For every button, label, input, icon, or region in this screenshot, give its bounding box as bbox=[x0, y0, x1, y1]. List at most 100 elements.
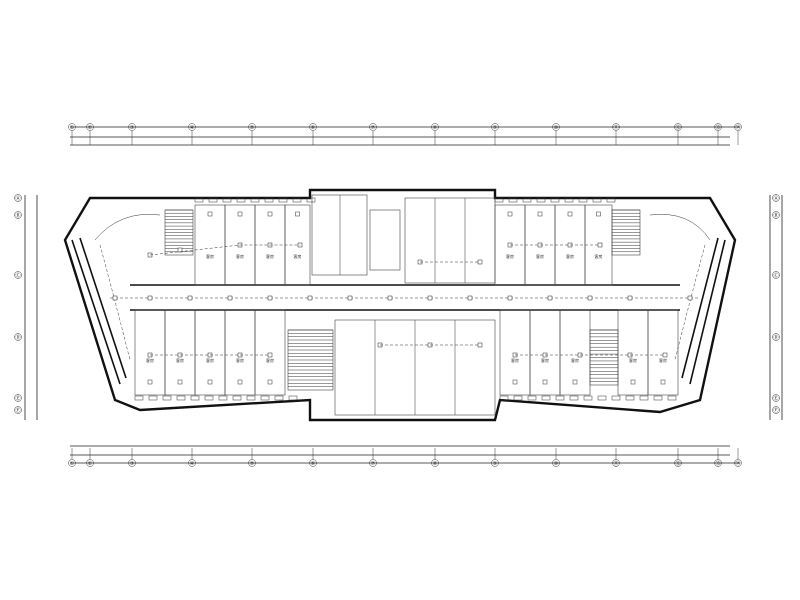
axis-label: Ⓔ bbox=[773, 395, 778, 402]
room bbox=[194, 204, 226, 286]
corridor bbox=[110, 284, 700, 311]
room bbox=[647, 309, 679, 396]
axis-bubble bbox=[369, 459, 377, 467]
electrical-outlet bbox=[477, 259, 483, 265]
axis-bubble bbox=[714, 123, 722, 131]
room-label: 客房 bbox=[266, 357, 274, 363]
axis-label: ① bbox=[70, 461, 75, 467]
room-device bbox=[537, 211, 543, 217]
electrical-outlet bbox=[477, 342, 483, 348]
electrical-outlet bbox=[587, 295, 593, 301]
axis-bubble bbox=[612, 123, 620, 131]
axis-label: Ⓑ bbox=[773, 212, 778, 219]
electrical-outlet bbox=[547, 295, 553, 301]
axis-bubble bbox=[772, 333, 780, 341]
room-device bbox=[567, 211, 573, 217]
axis-label: ② bbox=[88, 125, 93, 131]
axis-bubble bbox=[248, 123, 256, 131]
room bbox=[224, 309, 256, 396]
axis-bubble bbox=[188, 459, 196, 467]
axis-bubble bbox=[772, 211, 780, 219]
axis-label: ⑨ bbox=[493, 125, 497, 131]
axis-bubble bbox=[14, 271, 22, 279]
room-device bbox=[572, 379, 578, 385]
room-label: 客房 bbox=[176, 357, 184, 363]
axis-label: ⑤ bbox=[250, 125, 254, 131]
electrical-outlet bbox=[267, 352, 273, 358]
electrical-outlet bbox=[662, 352, 668, 358]
electrical-outlet bbox=[112, 295, 118, 301]
axis-label: Ⓐ bbox=[15, 195, 20, 202]
center-left-stair bbox=[287, 329, 334, 391]
axis-label: ⑭ bbox=[735, 460, 740, 467]
room-label: 客房 bbox=[294, 253, 302, 259]
axis-bubble bbox=[86, 123, 94, 131]
room-device bbox=[237, 379, 243, 385]
wire-run bbox=[149, 244, 300, 256]
room-device bbox=[267, 211, 273, 217]
axis-bubble bbox=[14, 194, 22, 202]
axis-bubble bbox=[431, 123, 439, 131]
axis-label: ⑪ bbox=[613, 460, 618, 467]
room-device bbox=[207, 211, 213, 217]
electrical-outlet bbox=[267, 295, 273, 301]
axis-label: ⑬ bbox=[715, 460, 720, 467]
axis-label: ⑫ bbox=[675, 124, 680, 131]
right-dimension-chain bbox=[769, 195, 783, 420]
room-device bbox=[295, 211, 300, 217]
left-stair bbox=[164, 209, 194, 256]
axis-label: ⑩ bbox=[554, 125, 559, 131]
axis-bubble bbox=[772, 406, 780, 414]
axis-bubble bbox=[491, 459, 499, 467]
room bbox=[194, 309, 226, 396]
room-label: 客房 bbox=[236, 357, 244, 363]
core-block bbox=[311, 194, 401, 276]
electrical-outlet bbox=[147, 295, 153, 301]
electrical-outlet bbox=[627, 295, 633, 301]
axis-bubble bbox=[14, 333, 22, 341]
room-label: 客房 bbox=[506, 253, 514, 259]
axis-bubble bbox=[14, 211, 22, 219]
axis-label: Ⓔ bbox=[15, 395, 20, 402]
top-dimension-chain bbox=[70, 126, 740, 146]
room-label: 客房 bbox=[536, 253, 544, 259]
axis-bubble bbox=[369, 123, 377, 131]
axis-label: Ⓒ bbox=[15, 272, 20, 279]
axis-bubble bbox=[772, 394, 780, 402]
axis-label: ③ bbox=[130, 461, 134, 467]
axis-bubble bbox=[128, 459, 136, 467]
axis-bubble bbox=[86, 459, 94, 467]
axis-label: ④ bbox=[190, 461, 195, 467]
axis-label: ⑪ bbox=[613, 124, 618, 131]
left-dimension-chain bbox=[24, 195, 38, 420]
room-label: 客房 bbox=[566, 253, 574, 259]
axis-bubble bbox=[309, 459, 317, 467]
axis-bubble bbox=[772, 194, 780, 202]
axis-bubble bbox=[68, 459, 76, 467]
electrical-outlet bbox=[597, 242, 603, 248]
room-label: 客房 bbox=[571, 357, 579, 363]
upper-center-rooms bbox=[404, 197, 496, 284]
axis-label: Ⓓ bbox=[773, 334, 778, 341]
electrical-outlet bbox=[227, 295, 233, 301]
room-label: 客房 bbox=[511, 357, 519, 363]
bottom-dimension-chain bbox=[70, 445, 740, 464]
room-label: 客房 bbox=[595, 253, 603, 259]
axis-bubble bbox=[68, 123, 76, 131]
building-outline bbox=[63, 188, 737, 422]
axis-label: ⑧ bbox=[433, 125, 438, 131]
room-label: 客房 bbox=[266, 253, 274, 259]
right-stair bbox=[611, 209, 641, 256]
axis-bubble bbox=[491, 123, 499, 131]
axis-bubble bbox=[188, 123, 196, 131]
axis-label: ⑨ bbox=[493, 461, 497, 467]
axis-label: ⑫ bbox=[675, 460, 680, 467]
electrical-outlet bbox=[177, 247, 183, 253]
axis-bubble bbox=[772, 271, 780, 279]
axis-label: ⑤ bbox=[250, 461, 254, 467]
axis-bubble bbox=[734, 459, 742, 467]
axis-bubble bbox=[612, 459, 620, 467]
